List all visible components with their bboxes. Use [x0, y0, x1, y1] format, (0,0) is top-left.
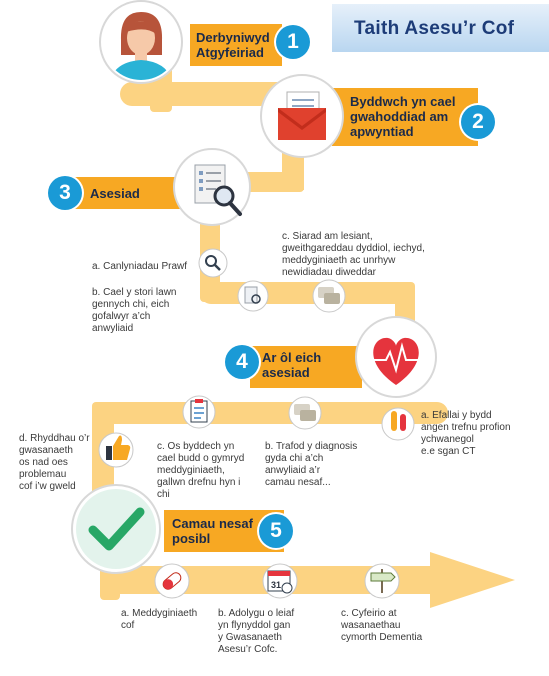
person-avatar-icon — [99, 0, 183, 84]
signpost-icon — [364, 563, 400, 599]
step-4-label: Ar ôl eich asesiad — [262, 350, 322, 380]
after-note-d: d. Rhyddhau o’r gwasanaeth os nad oes pr… — [19, 433, 90, 492]
assessment-note-a: a. Canlyniadau Prawf — [92, 261, 188, 272]
magnifier-small-icon — [198, 248, 228, 278]
calendar-icon: 31 — [262, 563, 298, 599]
step-2-label: Byddwch yn cael gwahoddiad am apwyntiad — [350, 94, 456, 139]
after-note-c: c. Os byddech yn cael budd o gymryd medd… — [157, 441, 245, 500]
step-2-number: 2 — [461, 105, 495, 139]
step-4-banner — [250, 346, 362, 388]
envelope-icon — [260, 74, 344, 158]
after-note-b: b. Trafod y diagnosis gyda chi a’ch anwy… — [265, 441, 358, 488]
step-1-banner — [190, 24, 282, 66]
speech-bubbles-icon-2 — [288, 396, 322, 430]
page-title: Taith Asesu’r Cof — [354, 18, 515, 39]
clipboard-icon — [182, 395, 216, 429]
next-note-a: a. Meddyginiaeth cof — [121, 608, 198, 631]
title-banner: Taith Asesu’r Cof — [332, 4, 549, 52]
step-1-label: Derbyniwyd Atgyfeiriad — [196, 30, 270, 60]
document-magnifier-icon — [173, 148, 251, 226]
thumbs-up-icon — [98, 432, 134, 468]
step-3-number: 3 — [48, 176, 82, 210]
test-tubes-icon — [381, 407, 415, 441]
document-small-icon — [237, 280, 269, 312]
after-note-a: a. Efallai y bydd angen trefnu profion y… — [421, 410, 511, 457]
step-2-banner — [332, 88, 478, 146]
assessment-note-b: b. Cael y stori lawn gennych chi, eich g… — [92, 287, 177, 334]
final-arrow — [100, 552, 515, 608]
heart-pulse-icon — [355, 316, 437, 398]
step-3-label: Asesiad — [90, 186, 140, 201]
assessment-note-c: c. Siarad am lesiant, gweithgareddau dyd… — [282, 231, 425, 278]
next-note-c: c. Cyfeirio at wasanaethau cymorth Demen… — [341, 608, 423, 643]
checkmark-icon — [71, 484, 161, 574]
pill-icon — [154, 563, 190, 599]
step-1-number: 1 — [276, 25, 310, 59]
step-4-number: 4 — [225, 345, 259, 379]
calendar-day: 31 — [271, 580, 281, 590]
next-note-b: b. Adolygu o leiaf yn flynyddol gan y Gw… — [218, 608, 295, 655]
speech-bubbles-icon — [312, 279, 346, 313]
step-5-label: Camau nesaf posibl — [172, 516, 253, 546]
step-5-number: 5 — [259, 514, 293, 548]
